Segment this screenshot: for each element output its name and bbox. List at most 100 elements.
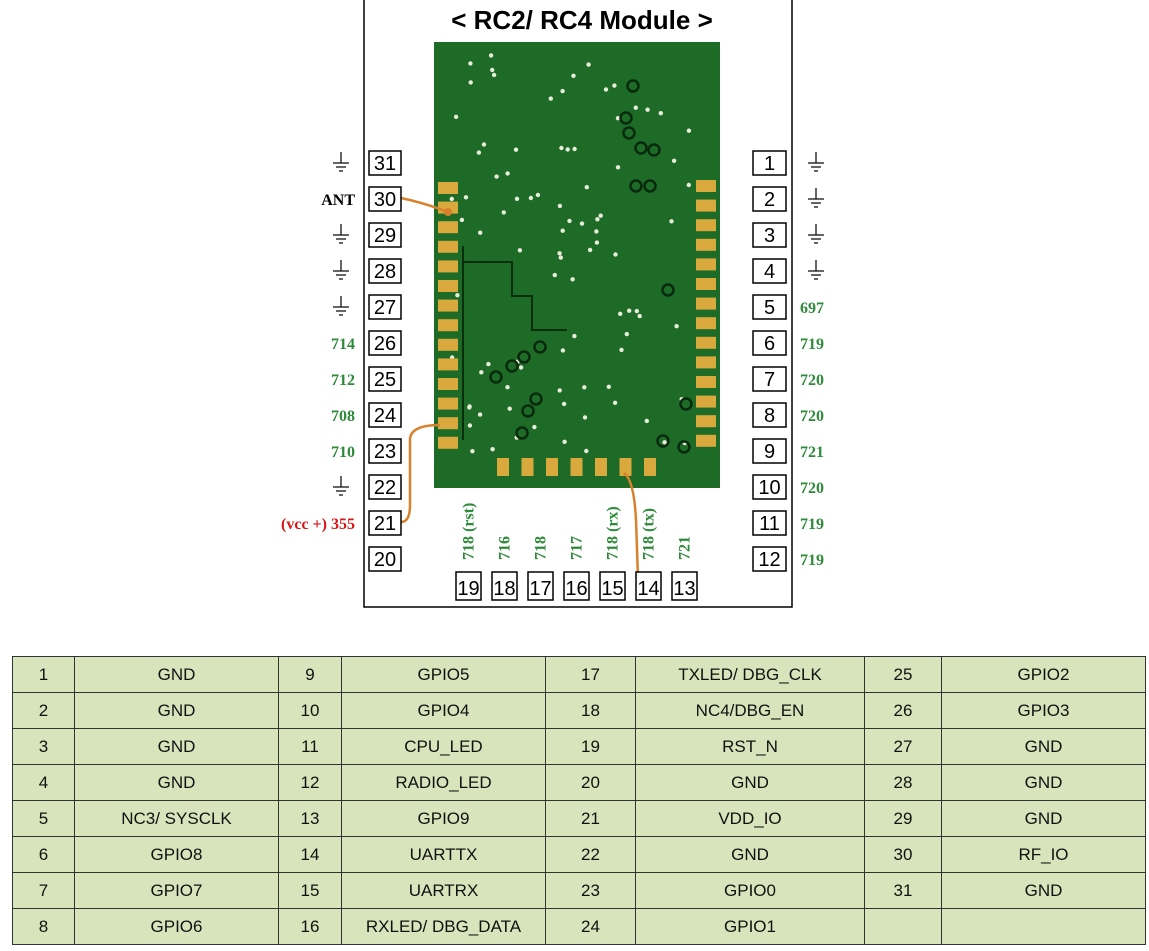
pcb-pad — [546, 458, 558, 476]
right-pin-box — [752, 474, 787, 500]
connection-wires — [400, 196, 640, 579]
pin-number-cell: 31 — [864, 872, 942, 909]
pcb-via — [634, 308, 639, 314]
right-pin-number: 7 — [764, 369, 775, 391]
pin-number-cell: 5 — [12, 800, 75, 837]
pcb-pad — [438, 417, 458, 430]
bottom-pin-label: 718 (rx) — [605, 506, 622, 560]
pin-function-cell: GND — [74, 692, 279, 729]
pin-function-cell: NC4/DBG_EN — [635, 692, 865, 729]
pcb-large-via — [661, 283, 675, 297]
pcb-large-via — [521, 404, 535, 418]
left-pin-number: 26 — [374, 333, 396, 355]
pin-number-cell: 27 — [864, 728, 942, 765]
bottom-pin-label: 716 — [497, 536, 514, 560]
left-pin-23: 23 710 — [331, 438, 402, 464]
bottom-pin-label: 717 — [569, 536, 586, 560]
pcb-via — [532, 424, 537, 430]
bottom-pin-box — [527, 571, 554, 601]
bottom-pin-15: 15 718 (rx) — [599, 506, 626, 601]
pin-number-cell: 25 — [864, 656, 942, 693]
pin-number-cell: 24 — [545, 908, 636, 945]
bottom-pin-label: 721 — [677, 536, 694, 560]
pin-function-cell: NC3/ SYSCLK — [74, 800, 279, 837]
pcb-surface — [434, 42, 720, 488]
pcb-large-via — [622, 126, 636, 140]
pcb-via — [560, 348, 566, 353]
ground-icon — [808, 152, 824, 172]
pin-function-cell: RADIO_LED — [341, 764, 546, 801]
pin-number-cell: 17 — [545, 656, 636, 693]
left-pin-box — [368, 150, 402, 176]
left-pin-number: 20 — [374, 549, 396, 571]
right-pin-number: 2 — [764, 189, 775, 211]
pcb-pad — [696, 199, 716, 212]
pcb-via — [557, 203, 563, 209]
pin-number-cell — [864, 908, 942, 945]
left-pin-box — [368, 546, 402, 572]
pcb-large-via — [533, 340, 547, 354]
left-pin-number: 27 — [374, 297, 396, 319]
pcb-pad — [438, 319, 458, 332]
pcb-via — [477, 412, 483, 417]
right-pin-label: 720 — [800, 480, 824, 497]
left-pin-number: 23 — [374, 441, 396, 463]
right-pin-number: 12 — [758, 549, 780, 571]
left-pin-number: 24 — [374, 405, 396, 427]
pcb-via — [671, 158, 677, 163]
pcb-pad — [696, 180, 716, 192]
pcb-large-via — [529, 392, 543, 406]
left-pin-label: 712 — [331, 372, 355, 389]
pcb-large-via — [629, 179, 643, 193]
ground-icon — [808, 188, 824, 208]
pcb-pad — [438, 221, 458, 234]
pcb-board — [434, 42, 720, 488]
right-pin-box — [752, 186, 787, 212]
pcb-via — [478, 230, 483, 235]
right-pin-box — [752, 510, 787, 536]
pcb-via — [570, 277, 575, 282]
pin-number-cell: 10 — [278, 692, 342, 729]
bottom-pin-label: 718 (tx) — [641, 508, 658, 560]
left-pin-label: 710 — [331, 444, 355, 461]
pcb-via — [644, 418, 649, 424]
pcb-via — [467, 405, 472, 410]
pin-function-cell: GND — [74, 764, 279, 801]
pcb-via — [501, 210, 506, 215]
pcb-large-via — [656, 434, 670, 448]
bottom-pin-box — [671, 571, 698, 601]
right-pin-box — [752, 294, 787, 320]
pcb-large-via — [505, 359, 519, 373]
right-pin-label: 721 — [800, 444, 824, 461]
left-pin-label: 714 — [331, 336, 355, 353]
pcb-pad — [438, 182, 458, 194]
left-pin-number: 31 — [374, 153, 396, 175]
left-pin-number: 28 — [374, 261, 396, 283]
pcb-via — [594, 229, 599, 234]
pcb-via — [571, 73, 576, 79]
pin-number-cell: 7 — [12, 872, 75, 909]
pcb-via — [658, 111, 663, 116]
right-pin-box — [752, 402, 787, 428]
pcb-via — [518, 365, 524, 370]
module-pinout-diagram: < RC2/ RC4 Module > 3130ANT2928272671425… — [281, 0, 824, 608]
pcb-via — [572, 333, 577, 339]
bottom-pin-number: 15 — [601, 578, 623, 600]
pin-number-cell: 11 — [278, 728, 342, 765]
pcb-via — [613, 252, 618, 257]
pin-function-cell: GND — [74, 656, 279, 693]
pcb-large-via — [489, 370, 503, 384]
pcb-via — [467, 423, 473, 428]
pcb-via — [517, 248, 523, 253]
left-pin-number: 30 — [374, 189, 396, 211]
ground-icon — [333, 476, 349, 496]
pcb-via — [582, 385, 587, 390]
pcb-via — [468, 80, 473, 85]
pcb-via — [559, 145, 564, 151]
